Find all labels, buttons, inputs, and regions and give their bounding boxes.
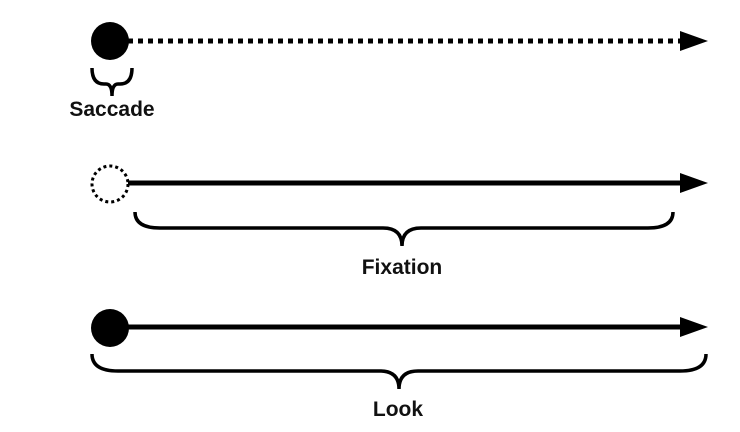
saccade-arrowhead bbox=[680, 31, 708, 51]
look-brace bbox=[90, 353, 708, 390]
fixation-row: Fixation bbox=[90, 164, 708, 279]
saccade-row: Saccade bbox=[69, 22, 708, 121]
saccade-filled-circle bbox=[91, 22, 129, 60]
fixation-arrowhead bbox=[680, 173, 708, 193]
saccade-brace bbox=[90, 67, 134, 97]
fixation-brace bbox=[133, 211, 675, 247]
look-row: Look bbox=[90, 309, 708, 421]
look-filled-circle bbox=[91, 309, 129, 347]
fixation-dotted-circle bbox=[90, 164, 130, 204]
look-label: Look bbox=[373, 398, 423, 421]
saccade-label: Saccade bbox=[69, 98, 154, 121]
look-arrowhead bbox=[680, 317, 708, 337]
fixation-label: Fixation bbox=[362, 256, 443, 279]
